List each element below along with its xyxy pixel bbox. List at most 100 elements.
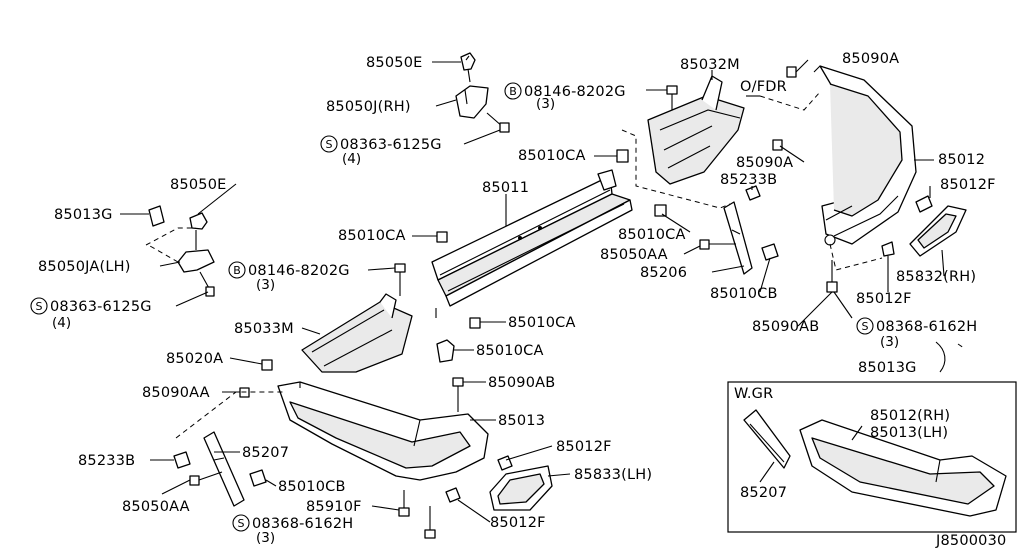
dashed-guide-center (621, 129, 731, 209)
screw-08368-bottom (424, 506, 436, 539)
label-08363-6125G-top: 08363-6125G (340, 137, 442, 153)
label-85833-lh: 85833(LH) (574, 467, 652, 483)
clip-85233B-right (745, 185, 761, 201)
bumper-85013 (277, 377, 489, 481)
label-85010CA-e: 85010CA (476, 343, 544, 359)
bolt-85020A (261, 359, 273, 371)
label-08368-6162H-bottom: 08368-6162H (252, 516, 353, 532)
dashed-guide-right-b (829, 243, 883, 271)
label-85050J-rh: 85050J(RH) (326, 99, 411, 115)
label-fdr-mark: O/FDR (740, 79, 787, 95)
clip-85012F-right (915, 195, 933, 213)
svg-text:S: S (862, 320, 869, 333)
nut-85010CA-c (654, 204, 667, 217)
inset-title: W.GR (734, 386, 773, 402)
label-85206: 85206 (640, 265, 687, 281)
svg-text:S: S (36, 300, 43, 313)
label-08363-left-qty: (4) (52, 315, 71, 331)
label-85090AB-right: 85090AB (752, 319, 819, 335)
label-85090A-top: 85090A (842, 51, 899, 67)
dashed-guide-left-a (145, 227, 196, 246)
svg-text:S: S (238, 517, 245, 530)
bracket-85050J-rh (455, 68, 489, 119)
label-85910F: 85910F (306, 499, 362, 515)
label-85207: 85207 (242, 445, 289, 461)
label-85012F-right: 85012F (940, 177, 996, 193)
inset-bumper-85012-85013 (799, 419, 1007, 517)
trim-85832-rh (909, 205, 967, 257)
label-85050JA-lh: 85050JA(LH) (38, 259, 131, 275)
label-08368-bottom-qty: (3) (256, 530, 275, 546)
clip-85012F-low (497, 455, 513, 471)
bolt-85090AB-right (826, 260, 838, 293)
label-inset-85013-lh: 85013(LH) (870, 425, 948, 441)
label-85832-rh: 85832(RH) (896, 269, 976, 285)
clip-85233B-left (173, 451, 191, 469)
inset-w-gr (727, 381, 1017, 533)
bracket-85033M (301, 293, 413, 373)
label-85011: 85011 (482, 180, 529, 196)
label-85012F-bottom: 85012F (490, 515, 546, 531)
trim-85833-lh (489, 465, 553, 511)
label-85233B-left: 85233B (78, 453, 135, 469)
nut-85010CA-d (469, 317, 481, 329)
label-85010CA-b: 85010CA (338, 228, 406, 244)
label-08368-right-qty: (3) (880, 334, 899, 350)
label-85013G-left: 85013G (54, 207, 113, 223)
nut-85010CA-a (616, 149, 629, 163)
label-85020A: 85020A (166, 351, 223, 367)
nut-85010CA-b (436, 231, 448, 243)
nut-85010CB-left (249, 469, 267, 487)
label-08368-6162H-right: 08368-6162H (876, 319, 977, 335)
trim-85013G-left (148, 205, 165, 227)
label-85010CB-right: 85010CB (710, 286, 778, 302)
label-85010CB-left: 85010CB (278, 479, 346, 495)
dashed-guide-right-c (957, 343, 965, 349)
screw-symbol-08368-right: S (856, 317, 874, 335)
drawing-id: J8500030 (935, 533, 1006, 549)
label-85012: 85012 (938, 152, 985, 168)
bolt-85090A-top (786, 66, 797, 78)
clip-85012F-mid (881, 241, 895, 257)
screw-symbol-08363-top: S (320, 135, 338, 153)
bolt-symbol-08146-top: B (504, 82, 522, 100)
label-85090A-mid: 85090A (736, 155, 793, 171)
label-85013: 85013 (498, 413, 545, 429)
nut-85010CA-e (436, 339, 455, 363)
label-08146-8202G-mid: 08146-8202G (248, 263, 350, 279)
label-85032M: 85032M (680, 57, 740, 73)
bolt-85050AA-left (189, 471, 223, 486)
clip-85050E-mid (189, 212, 208, 230)
label-85033M: 85033M (234, 321, 294, 337)
bolt-08146-top (666, 85, 678, 110)
label-85233B-right: 85233B (720, 172, 777, 188)
svg-text:B: B (233, 264, 241, 277)
svg-text:B: B (509, 85, 517, 98)
bolt-85090A-mid (772, 139, 783, 151)
label-85010CA-c: 85010CA (618, 227, 686, 243)
bracket-85206 (723, 201, 753, 275)
bumper-side-85012 (813, 65, 917, 246)
screw-08363-top (486, 112, 510, 133)
label-08363-6125G-left: 08363-6125G (50, 299, 152, 315)
label-85010CA-a: 85010CA (518, 148, 586, 164)
screw-08363-left (199, 271, 215, 297)
bolt-85910F (398, 490, 410, 517)
label-85090AA: 85090AA (142, 385, 210, 401)
label-85010CA-d: 85010CA (508, 315, 576, 331)
trim-85013G-right (935, 341, 946, 373)
label-85050AA-left: 85050AA (122, 499, 190, 515)
label-85012F-mid: 85012F (856, 291, 912, 307)
dashed-guide-left-b (149, 245, 179, 263)
label-08146-top-qty: (3) (536, 96, 555, 112)
label-85050E-top: 85050E (366, 55, 423, 71)
label-85090AB-mid: 85090AB (488, 375, 555, 391)
label-08146-8202G-top: 08146-8202G (524, 84, 626, 100)
label-08146-mid-qty: (3) (256, 277, 275, 293)
reinforcement-85011 (431, 169, 633, 318)
nut-85010CB-right (761, 243, 779, 261)
label-inset-85012-rh: 85012(RH) (870, 408, 950, 424)
bracket-85050JA-lh (177, 230, 215, 273)
